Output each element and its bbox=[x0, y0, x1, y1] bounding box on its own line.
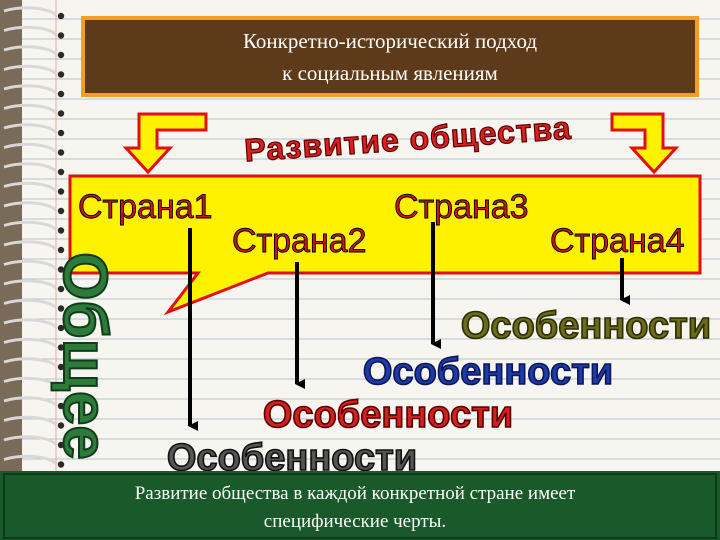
feature-country-2: Особенности bbox=[263, 394, 513, 436]
country-2: Страна2 bbox=[232, 222, 367, 260]
common-label: Общее bbox=[50, 252, 119, 460]
footer-box bbox=[0, 471, 720, 540]
callout-box bbox=[68, 174, 702, 316]
country-1: Страна1 bbox=[78, 188, 213, 226]
bent-arrow-right-icon bbox=[610, 112, 680, 175]
country-4: Страна4 bbox=[550, 222, 685, 260]
title-line-1: Конкретно-исторический подход bbox=[243, 29, 537, 53]
title-line-2: к социальным явлениям bbox=[282, 61, 498, 85]
title-box bbox=[81, 16, 699, 97]
footer-line-1: Развитие общества в каждой конкретной ст… bbox=[135, 483, 576, 504]
feature-country-4: Особенности bbox=[461, 305, 711, 347]
feature-country-3: Особенности bbox=[363, 351, 613, 393]
bent-arrow-left-icon bbox=[122, 112, 208, 175]
country-3: Страна3 bbox=[394, 188, 529, 226]
footer-line-2: специфические черты. bbox=[264, 511, 446, 532]
